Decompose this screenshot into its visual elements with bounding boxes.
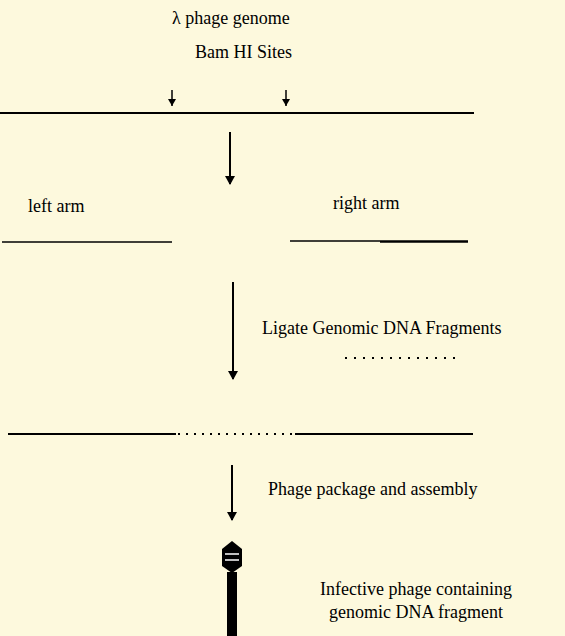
arm-label: right arm [333, 192, 399, 215]
step-arrow [231, 465, 233, 520]
result-label: Infective phage containing genomic DNA f… [291, 578, 541, 624]
step-arrow [229, 132, 231, 184]
site-label: Bam HI Sites [195, 41, 292, 64]
genome-label: λ phage genome [172, 7, 290, 30]
step-label: Phage package and assembly [268, 478, 477, 501]
phage-head-stripe [225, 559, 239, 561]
dna-fragment [345, 357, 460, 359]
step-label: Ligate Genomic DNA Fragments [262, 317, 501, 340]
arm-label: left arm [28, 195, 84, 218]
right-arm-line [295, 433, 473, 435]
right-arm-line [290, 240, 380, 242]
phage-tail [227, 572, 237, 636]
site-arrow [285, 90, 287, 106]
step-arrow [232, 282, 234, 379]
phage-head [222, 541, 242, 573]
left-arm-line [8, 433, 176, 435]
phage-head-stripe [225, 553, 239, 555]
dna-fragment [178, 433, 294, 435]
genome-line [0, 112, 474, 114]
left-arm-line [2, 241, 172, 243]
site-arrow [171, 90, 173, 106]
right-arm-line [380, 240, 468, 243]
